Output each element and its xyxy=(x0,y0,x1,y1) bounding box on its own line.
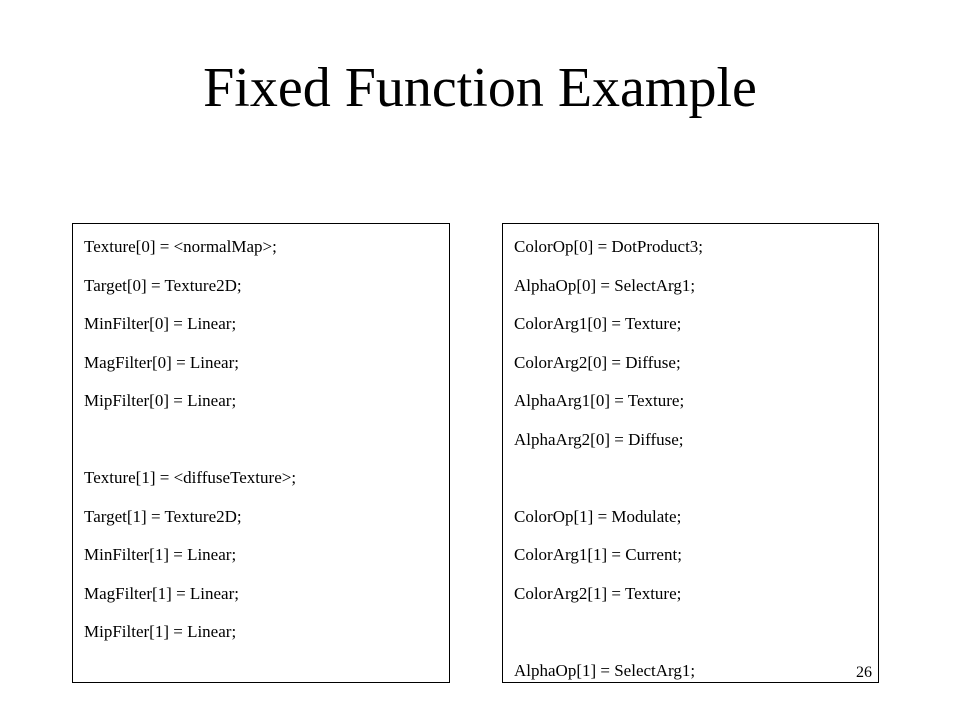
code-line: MinFilter[1] = Linear; xyxy=(84,545,237,564)
code-line: MagFilter[0] = Linear; xyxy=(84,352,239,372)
code-line: MinFilter[0] = Linear; xyxy=(84,314,237,333)
texture-sampler-code-box: Texture[0] = <normalMap>; Target[0] = Te… xyxy=(72,223,450,683)
slide-title: Fixed Function Example xyxy=(203,57,757,119)
code-line: AlphaArg2[0] = Diffuse; xyxy=(514,429,684,449)
blank-line xyxy=(514,620,878,643)
code-line: AlphaOp[0] = SelectArg1; xyxy=(514,275,696,295)
page-number: 26 xyxy=(856,664,872,681)
code-line: MipFilter[1] = Linear; xyxy=(84,622,237,641)
code-line: ColorOp[0] = DotProduct3; xyxy=(514,237,704,256)
code-line: MagFilter[1] = Linear; xyxy=(84,583,239,603)
code-line: ColorArg2[0] = Diffuse; xyxy=(514,352,681,372)
code-line: Texture[1] = <diffuseTexture>; xyxy=(84,468,297,487)
blank-line xyxy=(84,428,449,451)
blank-line xyxy=(514,466,878,489)
code-line: AlphaArg1[0] = Texture; xyxy=(514,391,685,410)
code-line: ColorOp[1] = Modulate; xyxy=(514,506,682,526)
code-line: ColorArg2[1] = Texture; xyxy=(514,583,682,603)
code-line: Target[0] = Texture2D; xyxy=(84,275,242,295)
code-line: AlphaOp[1] = SelectArg1; xyxy=(514,660,696,680)
code-line: ColorArg1[0] = Texture; xyxy=(514,314,682,333)
code-line: Texture[0] = <normalMap>; xyxy=(84,237,277,256)
code-line: ColorArg1[1] = Current; xyxy=(514,545,682,564)
code-line: Target[1] = Texture2D; xyxy=(84,506,242,526)
code-line: MipFilter[0] = Linear; xyxy=(84,391,237,410)
texture-stage-code-box: ColorOp[0] = DotProduct3; AlphaOp[0] = S… xyxy=(502,223,879,683)
